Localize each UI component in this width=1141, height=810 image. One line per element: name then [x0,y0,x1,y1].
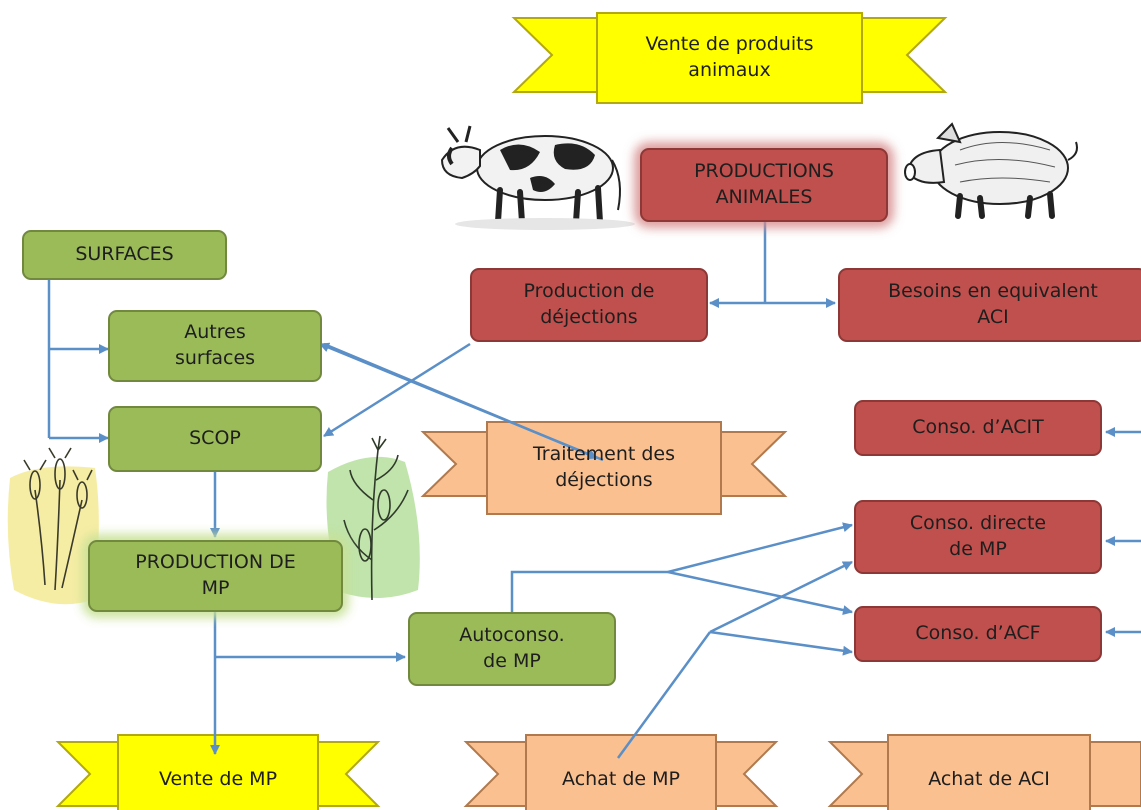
connectors [47,222,1141,759]
node-conso-acf: Conso. d’ACF [854,606,1102,662]
banner-achat-mp-label: Achat de MP [562,768,680,791]
connector-achat-mp-trunk [616,631,712,759]
node-surfaces: SURFACES [22,230,227,280]
banner-vente-produits-animaux-label: Vente de produits animaux [645,33,814,81]
connector-autres-surfaces-to-traitement [323,342,598,460]
corn-illustration [326,435,420,601]
connector-dejections-to-scop [323,342,471,438]
node-scop: SCOP [108,406,322,472]
connector-achat-mp-to-conso-directe [709,560,853,634]
banner-traitement-dejections-label: Traitement des déjections [532,443,676,491]
banner-vente-produits-animaux [511,12,948,105]
node-conso-directe-mp: Conso. directe de MP [854,500,1102,574]
banner-vente-mp [55,734,381,810]
wheat-illustration [7,447,99,605]
connector-autoconso-to-conso-acf [667,570,853,615]
banner-achat-mp [463,734,779,810]
node-autoconso-mp: Autoconso. de MP [408,612,616,686]
pig-illustration [904,122,1078,219]
connector-autoconso-to-conso-directe [667,522,853,574]
banner-vente-mp-label: Vente de MP [158,768,278,791]
node-productions-animales: PRODUCTIONS ANIMALES [640,148,888,222]
node-production-mp: PRODUCTION DE MP [88,540,343,612]
connector-achat-mp-to-conso-acf [709,630,853,656]
banner-achat-aci [827,734,1141,810]
connector-autoconso-trunk [510,570,668,612]
node-conso-acit: Conso. d’ACIT [854,400,1102,456]
node-autres-surfaces: Autres surfaces [108,310,322,382]
cow-illustration [440,125,635,230]
banner-achat-aci-label: Achat de ACI [928,768,1050,791]
node-production-dejections: Production de déjections [470,268,708,342]
node-besoins-aci: Besoins en equivalent ACI [838,268,1141,342]
banner-traitement-dejections [420,421,788,515]
